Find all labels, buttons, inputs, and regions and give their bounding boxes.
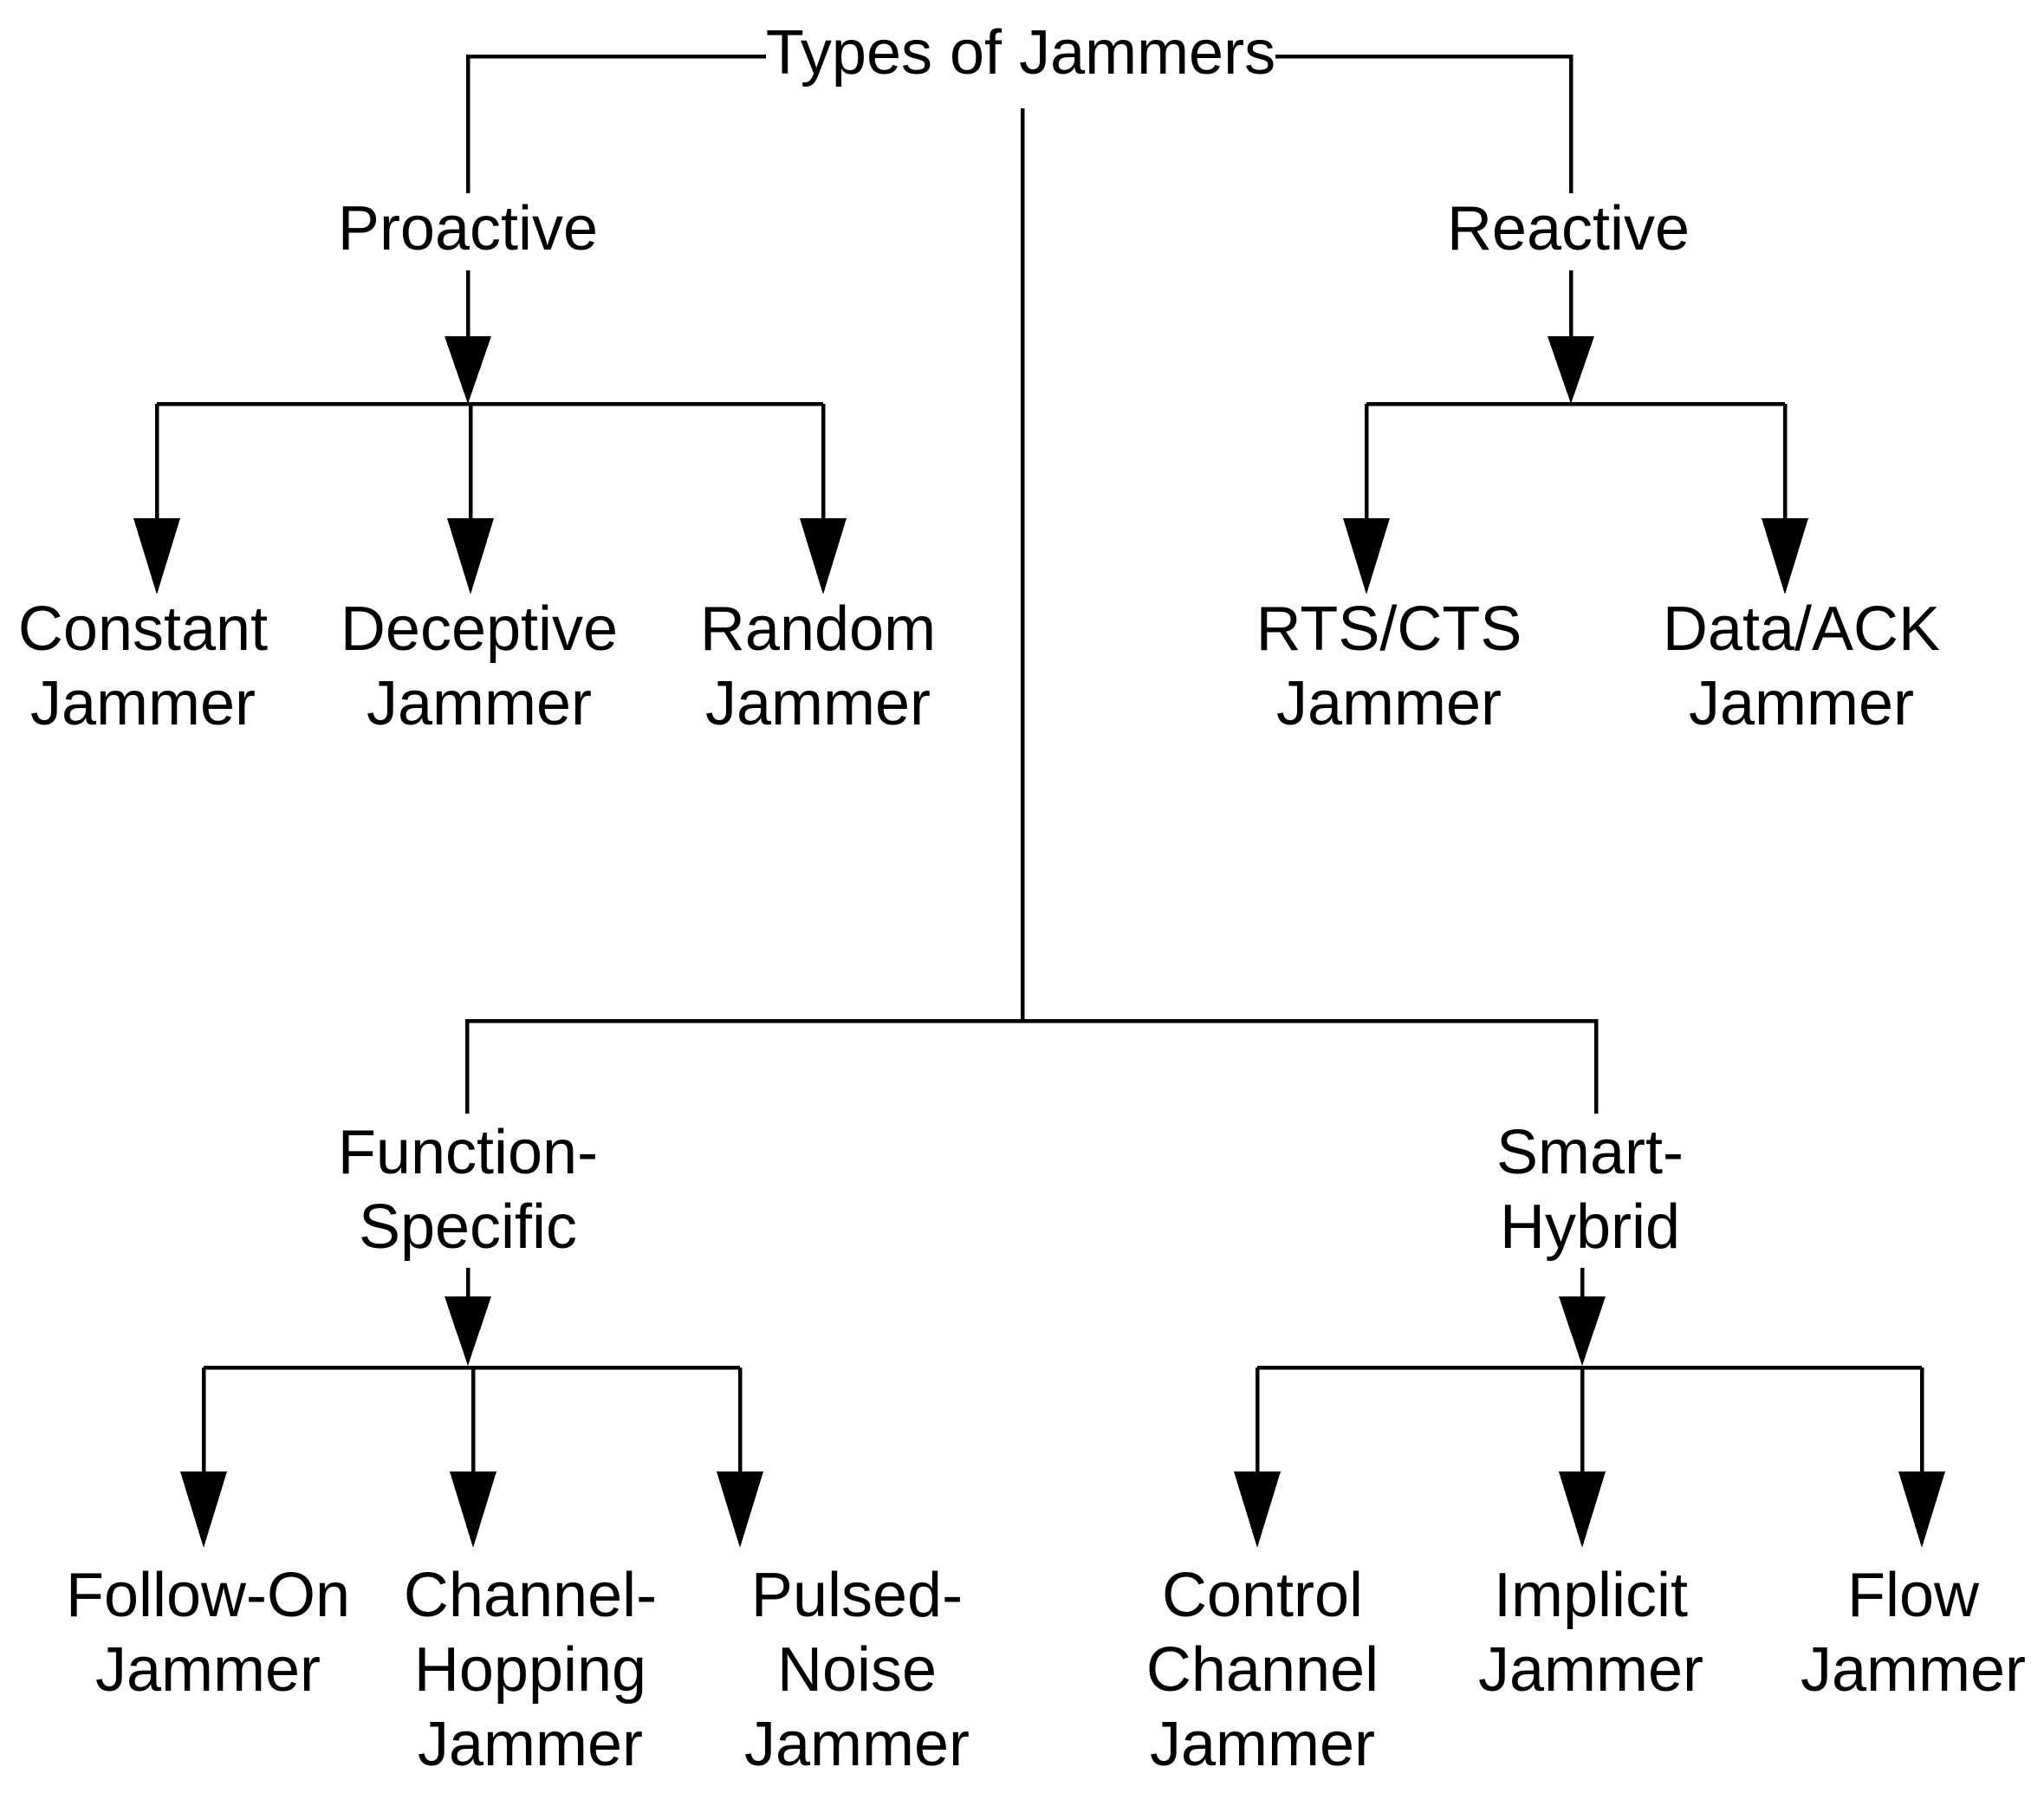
edge-title-to-proactive	[465, 54, 766, 193]
node-rts-cts-jammer-line1: RTS/CTS	[1256, 594, 1522, 664]
node-constant-jammer-line1: Constant	[17, 594, 269, 664]
node-types-of-jammers-label: Types of Jammers	[765, 18, 1276, 88]
node-pulsed-noise-jammer: Pulsed- Noise Jammer	[744, 1558, 970, 1782]
edge-title-to-lower-branches	[464, 108, 1599, 1114]
node-function-specific-line1: Function-	[337, 1118, 599, 1187]
node-smart-hybrid: Smart- Hybrid	[1496, 1115, 1684, 1264]
node-follow-on-jammer: Follow-On Jammer	[66, 1558, 350, 1707]
node-channel-hopping-jammer-line1: Channel-	[403, 1561, 658, 1630]
node-deceptive-jammer-line1: Deceptive	[340, 594, 619, 664]
node-random-jammer-line2: Jammer	[704, 669, 931, 738]
node-reactive: Reactive	[1447, 192, 1690, 266]
node-control-channel-jammer: Control Channel Jammer	[1146, 1558, 1379, 1782]
node-function-specific: Function- Specific	[338, 1115, 598, 1264]
node-pulsed-noise-jammer-line3: Jammer	[743, 1710, 970, 1779]
node-function-specific-line2: Specific	[358, 1192, 578, 1262]
node-flow-jammer-line2: Jammer	[1800, 1635, 2027, 1705]
node-flow-jammer: Flow Jammer	[1801, 1558, 2026, 1707]
node-deceptive-jammer: Deceptive Jammer	[341, 592, 618, 741]
node-follow-on-jammer-line2: Jammer	[94, 1635, 321, 1705]
node-data-ack-jammer-line1: Data/ACK	[1662, 594, 1941, 664]
node-reactive-label: Reactive	[1446, 194, 1690, 263]
node-pulsed-noise-jammer-line1: Pulsed-	[750, 1561, 964, 1630]
node-types-of-jammers: Types of Jammers	[766, 16, 1275, 90]
node-constant-jammer-line2: Jammer	[29, 669, 256, 738]
node-follow-on-jammer-line1: Follow-On	[65, 1561, 351, 1630]
node-control-channel-jammer-line1: Control	[1161, 1561, 1364, 1630]
node-control-channel-jammer-line2: Channel	[1145, 1635, 1379, 1705]
edge-smart-hybrid-to-children	[1234, 1268, 1945, 1548]
edge-proactive-to-children	[133, 270, 847, 594]
node-random-jammer: Random Jammer	[700, 592, 936, 741]
node-flow-jammer-line1: Flow	[1846, 1561, 1980, 1630]
node-smart-hybrid-line2: Hybrid	[1499, 1192, 1681, 1262]
node-constant-jammer: Constant Jammer	[18, 592, 268, 741]
node-rts-cts-jammer: RTS/CTS Jammer	[1256, 592, 1522, 741]
edge-function-specific-to-children	[180, 1268, 763, 1548]
node-implicit-jammer: Implicit Jammer	[1478, 1558, 1703, 1707]
node-data-ack-jammer: Data/ACK Jammer	[1663, 592, 1940, 741]
node-proactive: Proactive	[338, 192, 598, 266]
node-random-jammer-line1: Random	[699, 594, 937, 664]
node-pulsed-noise-jammer-line2: Noise	[776, 1635, 938, 1705]
node-implicit-jammer-line2: Jammer	[1477, 1635, 1704, 1705]
edge-reactive-to-children	[1343, 270, 1808, 594]
node-implicit-jammer-line1: Implicit	[1493, 1561, 1689, 1630]
node-channel-hopping-jammer-line3: Jammer	[417, 1710, 643, 1779]
node-rts-cts-jammer-line2: Jammer	[1275, 669, 1502, 738]
edge-title-to-reactive	[1275, 54, 1574, 193]
node-deceptive-jammer-line2: Jammer	[366, 669, 593, 738]
node-smart-hybrid-line1: Smart-	[1496, 1118, 1684, 1187]
node-channel-hopping-jammer: Channel- Hopping Jammer	[404, 1558, 657, 1782]
node-proactive-label: Proactive	[337, 194, 599, 263]
node-data-ack-jammer-line2: Jammer	[1688, 669, 1915, 738]
node-channel-hopping-jammer-line2: Hopping	[413, 1635, 647, 1705]
node-control-channel-jammer-line3: Jammer	[1149, 1710, 1375, 1779]
